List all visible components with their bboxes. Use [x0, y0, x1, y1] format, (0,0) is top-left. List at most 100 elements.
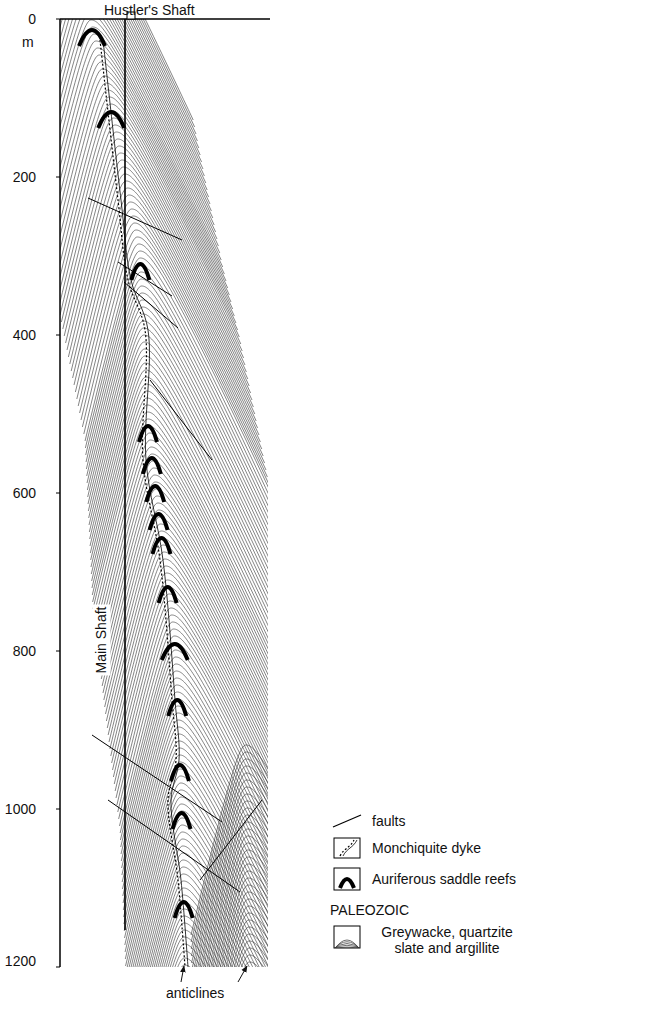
bedding-line — [78, 216, 263, 456]
depth-label: 400 — [13, 327, 36, 343]
depth-label: 0 — [28, 11, 36, 27]
legend-dyke-box — [334, 838, 360, 858]
depth-tick — [56, 651, 60, 652]
pointer-arrow — [238, 966, 247, 982]
bedding-line — [112, 573, 268, 813]
fault-line — [92, 735, 222, 822]
bedding-line — [193, 878, 268, 967]
bedding-line — [60, 118, 244, 358]
saddle-reef — [168, 700, 186, 716]
depth-label: 1200 — [5, 953, 36, 969]
bedding-line — [60, 111, 242, 351]
bedding-line — [107, 538, 268, 778]
bedding-line — [122, 699, 268, 939]
bedding-line — [90, 363, 268, 603]
ground-surface — [60, 18, 270, 20]
depth-tick — [56, 809, 60, 810]
bedding-line — [192, 794, 268, 967]
depth-label: 1000 — [5, 801, 36, 817]
bedding-line — [75, 202, 260, 442]
bedding-line — [114, 594, 268, 834]
bedding-line — [122, 692, 268, 932]
bedding-line — [60, 34, 224, 274]
bedding-line — [192, 801, 268, 967]
bedding-line — [108, 545, 268, 785]
fault-line — [118, 262, 172, 296]
bedding-line — [334, 947, 360, 948]
bedding-line — [128, 853, 268, 967]
saddle-reef — [150, 514, 168, 530]
bedding-line — [92, 398, 268, 638]
saddle-reef — [162, 644, 188, 660]
shaft-label: Main Shaft — [92, 605, 110, 676]
bedding-line — [105, 517, 268, 757]
bedding-line — [98, 461, 268, 701]
bedding-line — [89, 335, 268, 575]
legend-reef-box — [334, 868, 360, 890]
bedding-line — [191, 759, 268, 967]
bedding-line — [193, 836, 268, 967]
legend-reef-sample — [340, 879, 354, 888]
pointer-arrow — [181, 966, 184, 982]
legend-dyke-sample — [343, 840, 357, 856]
bedding-line — [194, 927, 268, 967]
bedding-line — [125, 769, 268, 967]
strata — [60, 19, 268, 967]
legend-text: Greywacke, quartzite slate and argillite — [372, 924, 522, 956]
fault-line — [200, 800, 262, 880]
legend-fault-sample — [333, 815, 361, 827]
legend-dyke-sample — [340, 840, 354, 856]
bedding-line — [95, 433, 268, 673]
legend-text: Monchiquite dyke — [372, 840, 481, 856]
bedding-line — [191, 752, 268, 967]
legend-text: Auriferous saddle reefs — [372, 871, 516, 887]
bedding-line — [194, 920, 268, 967]
bedding-line — [127, 811, 268, 967]
bedding-line — [193, 843, 268, 967]
fault-line — [88, 198, 182, 240]
bedding-line — [192, 808, 268, 967]
depth-label: 200 — [13, 169, 36, 185]
bedding-line — [116, 608, 268, 848]
bedding-line — [195, 955, 269, 967]
bedding-line — [195, 962, 268, 967]
monchiquite-dyke — [103, 40, 188, 967]
bedding-line — [115, 601, 268, 841]
bedding-line — [194, 934, 268, 967]
bedding-line — [128, 881, 268, 967]
bedding-line — [126, 783, 268, 967]
bedding-line — [60, 19, 211, 211]
depth-label: 600 — [13, 485, 36, 501]
fault-line — [108, 800, 240, 892]
bedding-line — [89, 328, 268, 568]
depth-tick — [56, 335, 60, 336]
bedding-line — [194, 885, 269, 967]
bedding-line — [77, 209, 262, 449]
fault-line — [124, 282, 178, 328]
legend-strata-sample — [334, 940, 360, 948]
legend-heading: PALEOZOIC — [330, 902, 409, 918]
saddle-reef — [79, 30, 105, 46]
saddle-reef — [173, 813, 191, 829]
bedding-line — [193, 829, 268, 967]
fault-line — [150, 380, 212, 460]
bedding-line — [96, 447, 268, 687]
bedding-line — [194, 941, 268, 967]
feature-label: anticlines — [166, 985, 224, 1001]
depth-tick — [56, 493, 60, 494]
bedding-line — [60, 104, 241, 344]
bedding-line — [60, 19, 206, 183]
depth-label: 800 — [13, 643, 36, 659]
bedding-line — [60, 83, 236, 323]
bedding-line — [104, 510, 268, 750]
unit-label: m — [22, 34, 34, 50]
depth-tick — [56, 177, 60, 178]
legend-text: faults — [372, 813, 405, 829]
monchiquite-dyke — [100, 40, 185, 967]
bedding-line — [111, 566, 268, 806]
bedding-line — [95, 440, 268, 680]
bedding-line — [99, 468, 268, 708]
bedding-line — [91, 370, 268, 610]
bedding-line — [124, 741, 268, 967]
bedding-line — [194, 948, 268, 967]
